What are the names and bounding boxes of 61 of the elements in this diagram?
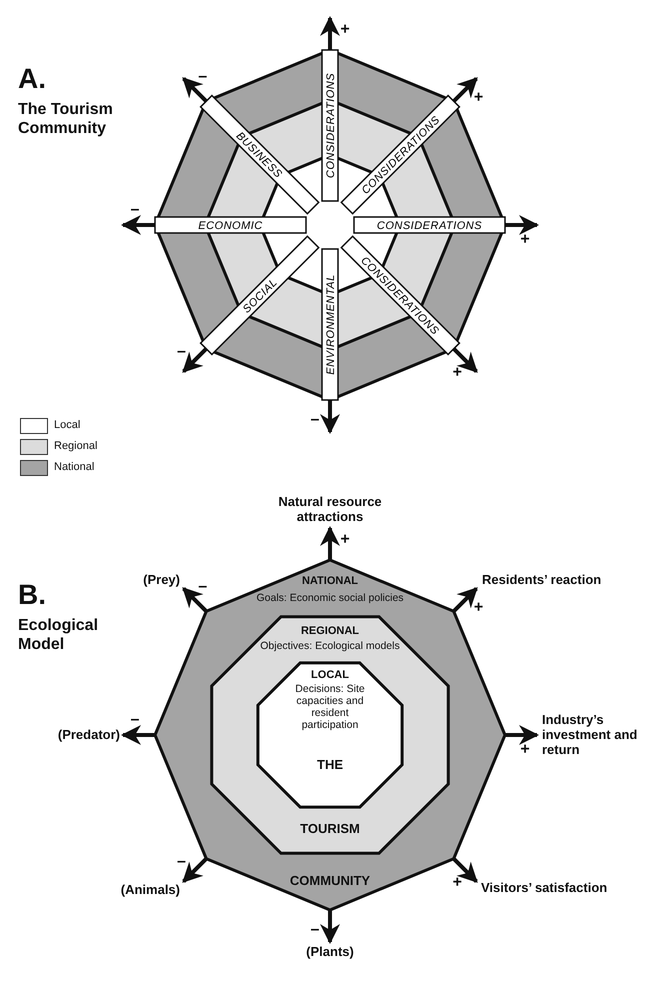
panel-title: The Tourism Community bbox=[18, 100, 114, 138]
panel-title: Ecological Model bbox=[18, 616, 100, 654]
edge-label: + bbox=[339, 22, 351, 38]
arrow bbox=[121, 215, 155, 235]
factor-label: Visitors’ satisfaction bbox=[481, 880, 651, 895]
arrow bbox=[452, 587, 478, 613]
edge-label: – bbox=[176, 854, 187, 870]
zone-title: REGIONAL bbox=[300, 625, 360, 637]
legend-label: National bbox=[54, 461, 94, 473]
edge-label: – bbox=[130, 712, 140, 728]
arrow bbox=[182, 77, 208, 103]
arrow bbox=[182, 857, 208, 883]
panel-letter: A. bbox=[18, 62, 47, 96]
legend-label: Regional bbox=[54, 440, 98, 452]
edge-label: + bbox=[452, 875, 463, 892]
factor-label: (Predator) bbox=[25, 727, 120, 742]
arrow bbox=[505, 725, 539, 745]
factor-label: Natural resource attractions bbox=[255, 494, 405, 524]
arrow bbox=[320, 910, 340, 944]
arrow bbox=[320, 16, 340, 50]
edge-label: – bbox=[176, 344, 187, 360]
edge-label: – bbox=[197, 68, 208, 84]
arrow bbox=[452, 347, 478, 373]
spoke-band: CONSIDERATIONS bbox=[353, 216, 506, 234]
arrow bbox=[320, 400, 340, 434]
spoke-band: ECONOMIC bbox=[154, 216, 307, 234]
factor-label: (Animals) bbox=[95, 882, 180, 897]
panel-letter: B. bbox=[18, 578, 47, 612]
edge-label: + bbox=[519, 742, 531, 758]
arrow bbox=[121, 725, 155, 745]
zone-text: Objectives: Ecological models bbox=[259, 640, 401, 652]
zone-caption: THE bbox=[316, 759, 344, 771]
edge-label: + bbox=[339, 532, 351, 548]
zone-caption: TOURISM bbox=[299, 823, 361, 835]
legend-label: Local bbox=[54, 419, 80, 431]
arrow bbox=[182, 587, 208, 613]
arrow bbox=[505, 215, 539, 235]
edge-label: – bbox=[197, 578, 208, 594]
arrow bbox=[182, 347, 208, 373]
zone-text: Goals: Economic social policies bbox=[255, 592, 405, 604]
arrow bbox=[452, 77, 478, 103]
zone-title: LOCAL bbox=[310, 669, 350, 681]
edge-label: – bbox=[130, 202, 140, 218]
edge-label: + bbox=[472, 600, 484, 616]
spoke-band: CONSIDERATIONS bbox=[321, 49, 339, 202]
factor-label: (Plants) bbox=[280, 944, 380, 959]
zone-title: NATIONAL bbox=[300, 575, 359, 587]
factor-label: Industry’s investment and return bbox=[542, 712, 647, 757]
arrow bbox=[452, 857, 478, 883]
edge-label: + bbox=[472, 90, 484, 106]
factor-label: (Prey) bbox=[110, 572, 180, 587]
zone-text: Decisions: Site capacities and resident participation bbox=[294, 683, 366, 731]
factor-label: Residents’ reaction bbox=[482, 572, 647, 587]
edge-label: – bbox=[310, 412, 320, 428]
edge-label: + bbox=[519, 232, 531, 248]
edge-label: – bbox=[310, 922, 320, 938]
octagon-zone bbox=[155, 50, 505, 400]
zone-caption: COMMUNITY bbox=[288, 875, 372, 887]
spoke-band: ENVIRONMENTAL bbox=[321, 248, 339, 401]
edge-label: + bbox=[452, 365, 463, 382]
arrow bbox=[320, 526, 340, 560]
